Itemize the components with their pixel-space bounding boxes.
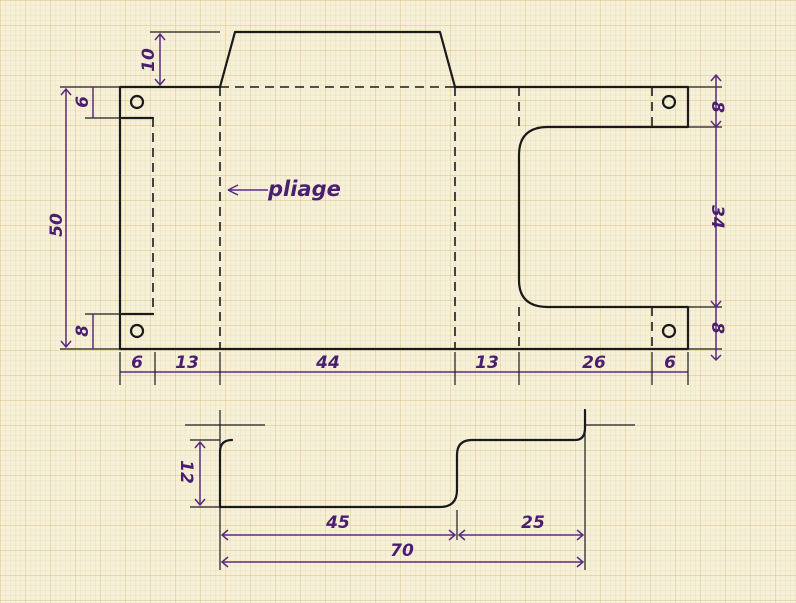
dim-label: 6 xyxy=(131,353,143,373)
dim-label: 70 xyxy=(390,541,414,561)
dim-label: 45 xyxy=(325,513,350,533)
dim-label: 6 xyxy=(73,96,93,108)
dim-label: 25 xyxy=(521,513,545,533)
dim-step-length xyxy=(457,529,585,541)
hole-icon xyxy=(129,94,145,110)
dim-label: 13 xyxy=(175,353,199,373)
profile-view: 12 45 25 70 xyxy=(176,408,635,570)
fold-arrow-icon xyxy=(227,184,268,196)
dim-label: 26 xyxy=(582,353,606,373)
hole-icon xyxy=(661,323,677,339)
profile-outline xyxy=(218,408,587,509)
dim-label: 8 xyxy=(707,101,727,113)
dim-label: 8 xyxy=(73,325,93,337)
dim-label: 44 xyxy=(315,353,340,373)
dim-label: 50 xyxy=(47,213,67,237)
dim-total-height xyxy=(60,87,72,349)
dim-label: 12 xyxy=(176,460,196,484)
top-tab-outline xyxy=(218,30,457,89)
dim-label: 10 xyxy=(139,48,159,72)
dim-label: 13 xyxy=(475,353,499,373)
dim-label: 34 xyxy=(707,205,727,229)
dim-profile-height xyxy=(194,440,206,507)
part-outline xyxy=(118,85,690,351)
hole-icon xyxy=(661,94,677,110)
dim-total-length xyxy=(220,556,585,568)
plan-view: pliage 10 6 50 8 8 34 8 6 13 44 13 26 6 xyxy=(47,30,727,385)
dim-label: 6 xyxy=(664,353,676,373)
dim-base-length xyxy=(220,529,457,541)
dim-tab-height xyxy=(154,32,166,87)
dim-right-chain xyxy=(710,73,722,362)
dim-label: 8 xyxy=(707,322,727,334)
fold-note: pliage xyxy=(267,177,341,201)
hole-icon xyxy=(129,323,145,339)
left-slot xyxy=(120,116,155,316)
